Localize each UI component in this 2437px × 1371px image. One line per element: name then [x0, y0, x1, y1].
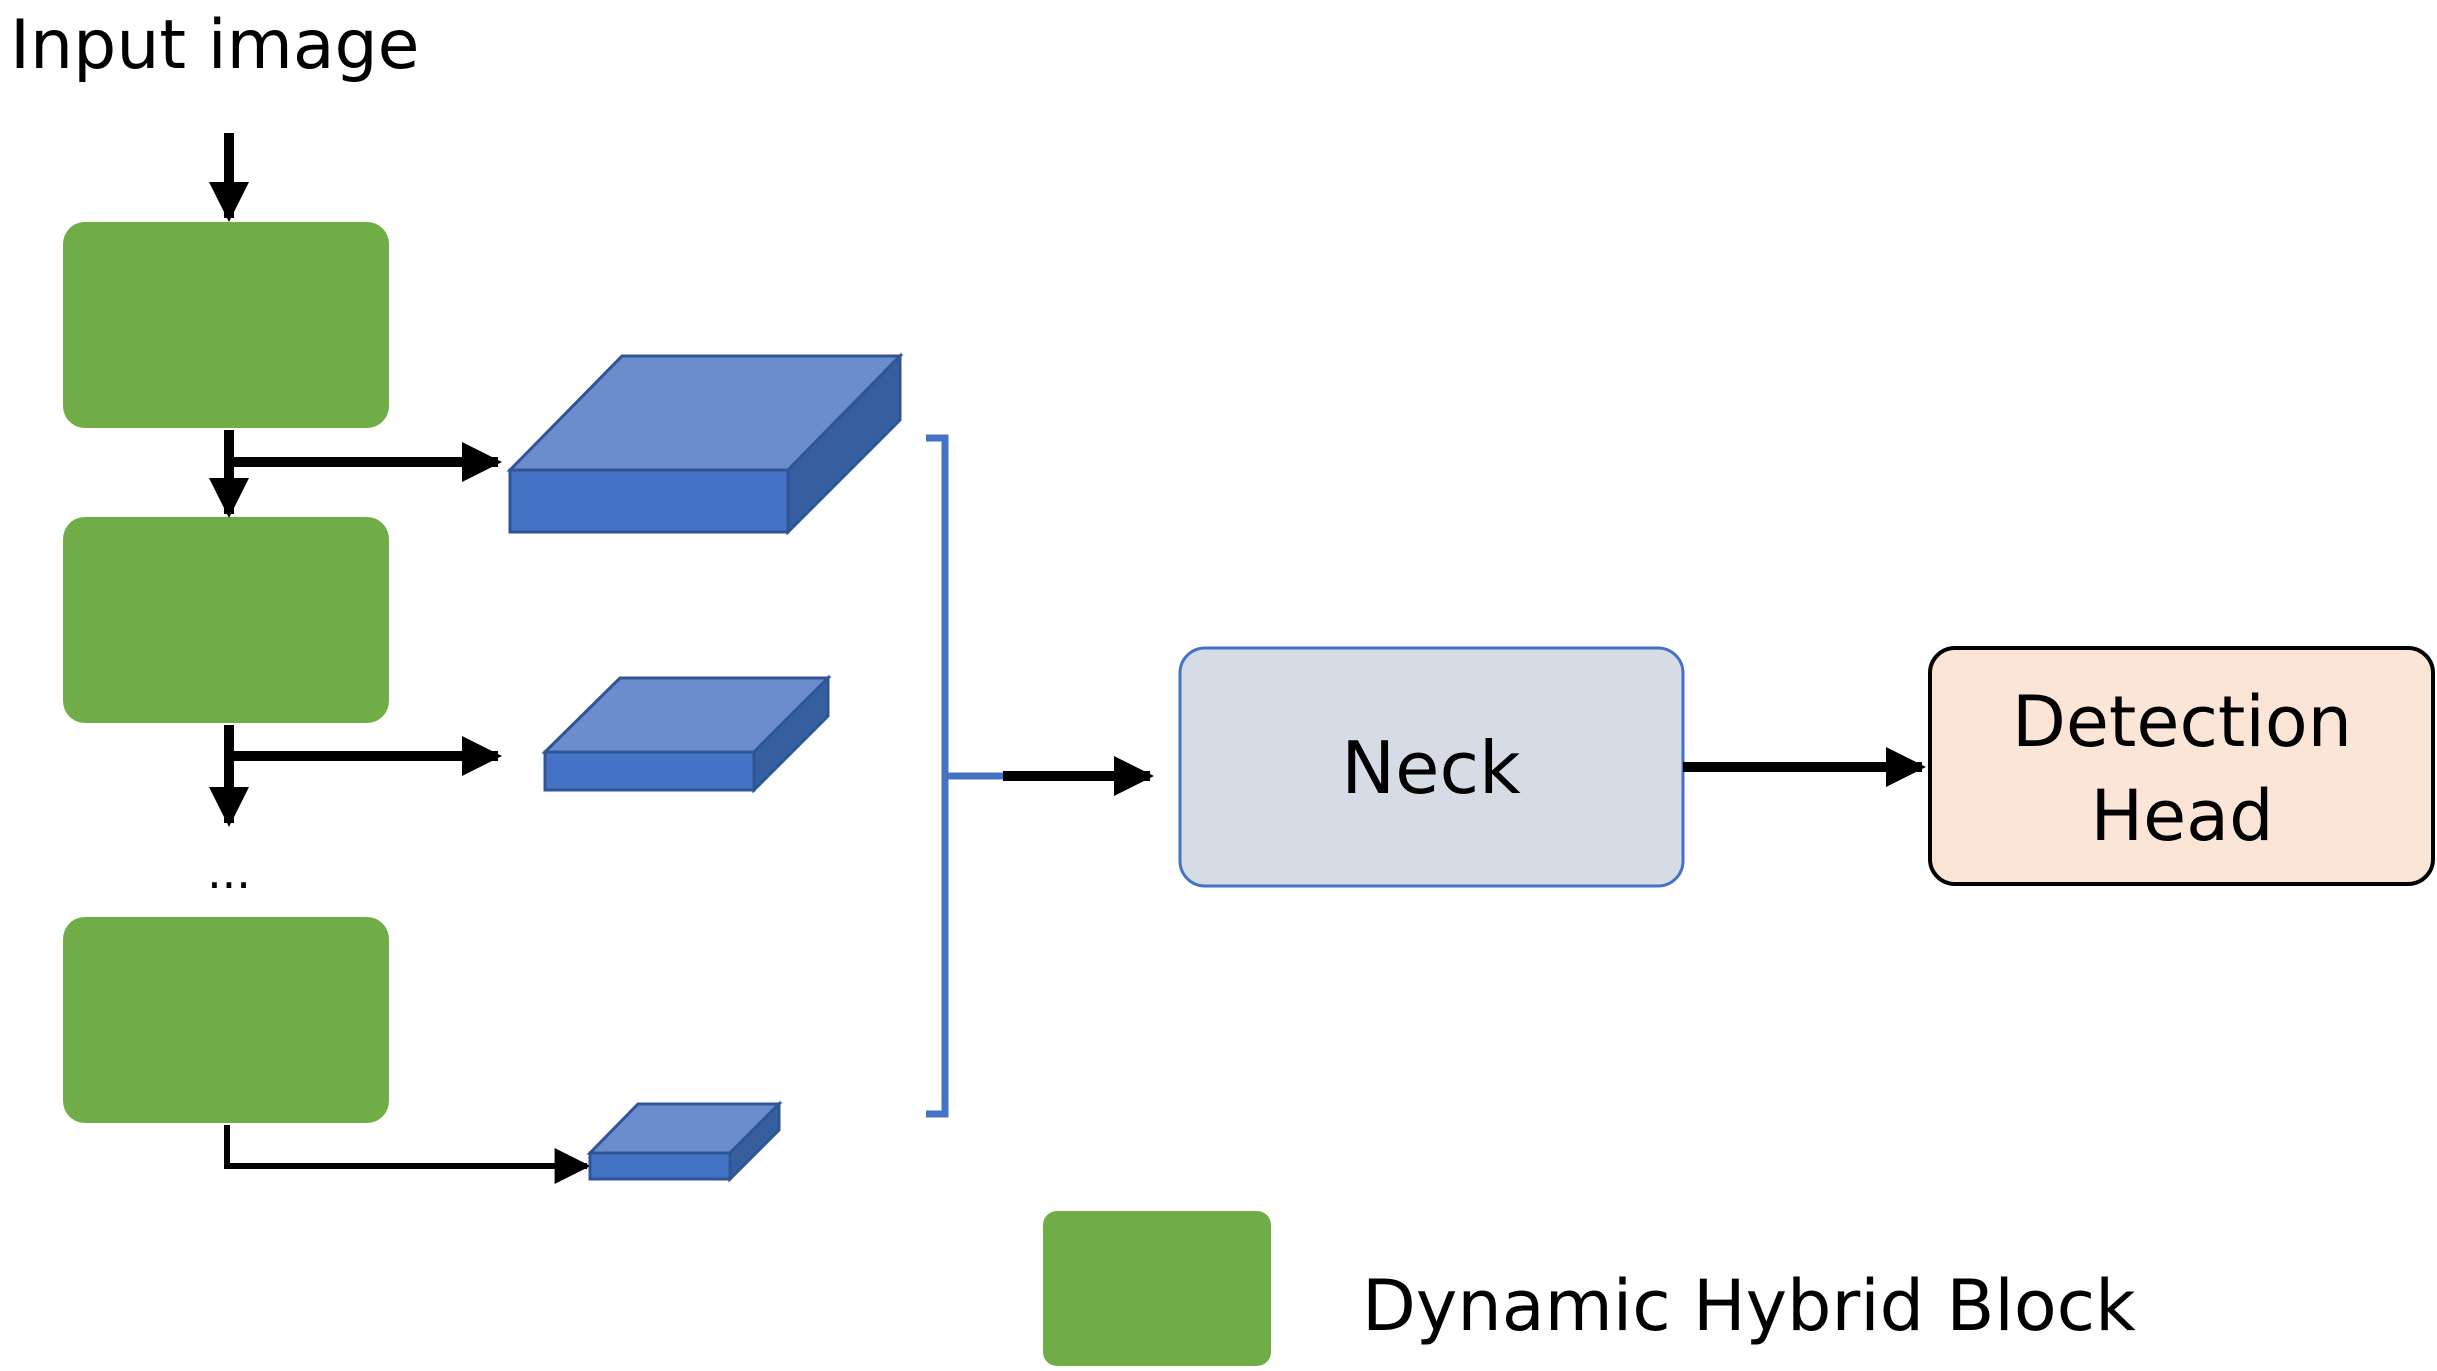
- neck-label: Neck: [1341, 726, 1521, 810]
- stage-block-1: [63, 222, 389, 428]
- ellipsis: ...: [207, 845, 251, 899]
- legend-swatch: [1043, 1211, 1271, 1366]
- feature-map-small: [586, 1100, 783, 1183]
- branch-arrow-3: [224, 1125, 591, 1184]
- feature-map-medium: [541, 674, 832, 794]
- detection-head-box: [1928, 646, 2435, 886]
- feature-map-large: [506, 352, 904, 536]
- input-image-title: Input image: [10, 6, 420, 85]
- legend-label: Dynamic Hybrid Block: [1362, 1265, 2136, 1347]
- stage-block-3: [63, 917, 389, 1123]
- detection-head-label-line1: Detection: [2012, 681, 2352, 763]
- detection-head-label-line2: Head: [2090, 775, 2273, 857]
- stage-block-2: [63, 517, 389, 723]
- bracket: [926, 434, 1003, 1118]
